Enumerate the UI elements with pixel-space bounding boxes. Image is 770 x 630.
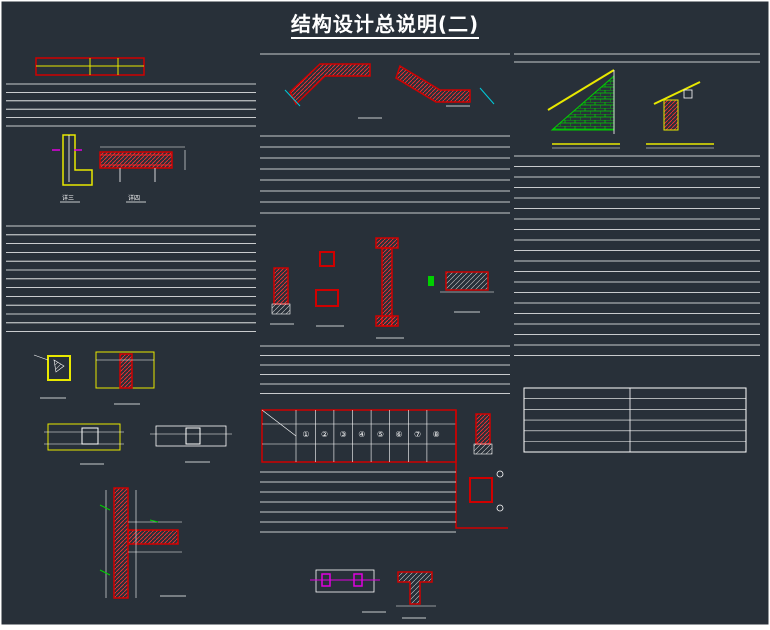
rebar-mark: ① (302, 430, 309, 439)
notes-text-block-3 (260, 135, 510, 214)
rebar-schedule-table: ① ② ③ ④ ⑤ ⑥ ⑦ ⑧ (261, 409, 508, 529)
rebar-mark: ⑤ (377, 430, 384, 439)
middle-notes-panel: ① ② ③ ④ ⑤ ⑥ ⑦ ⑧ (260, 53, 510, 619)
small-column-details (469, 413, 504, 512)
rebar-mark: ⑦ (414, 430, 421, 439)
left-notes-panel: 详三 详四 (6, 57, 256, 599)
notes-text-block-1 (6, 83, 256, 127)
notes-text-block-4 (260, 345, 510, 394)
right-table (523, 387, 747, 453)
notes-text-block-5 (260, 471, 456, 533)
sheet-title-text: 结构设计总说明(二) (290, 12, 480, 39)
stair-detail (284, 63, 495, 119)
header-table (35, 57, 145, 76)
column-joint-detail (99, 487, 186, 599)
column-section-details (270, 237, 494, 339)
rebar-mark: ⑥ (395, 430, 402, 439)
rebar-mark: ④ (358, 430, 365, 439)
rebar-mark: ③ (340, 430, 347, 439)
column-beam-detail: 详三 详四 (52, 134, 186, 203)
svg-text:详四: 详四 (128, 194, 140, 202)
small-details-row (33, 351, 232, 465)
bottom-details (310, 569, 436, 619)
right-notes-panel (514, 53, 760, 453)
notes-text-block-6 (514, 155, 760, 356)
rebar-mark: ② (321, 430, 328, 439)
svg-text:详三: 详三 (62, 194, 74, 202)
notes-text-block-2 (6, 225, 256, 333)
rebar-mark: ⑧ (433, 430, 440, 439)
roof-eave-detail (547, 69, 714, 149)
sheet-title: 结构设计总说明(二) (0, 8, 770, 39)
